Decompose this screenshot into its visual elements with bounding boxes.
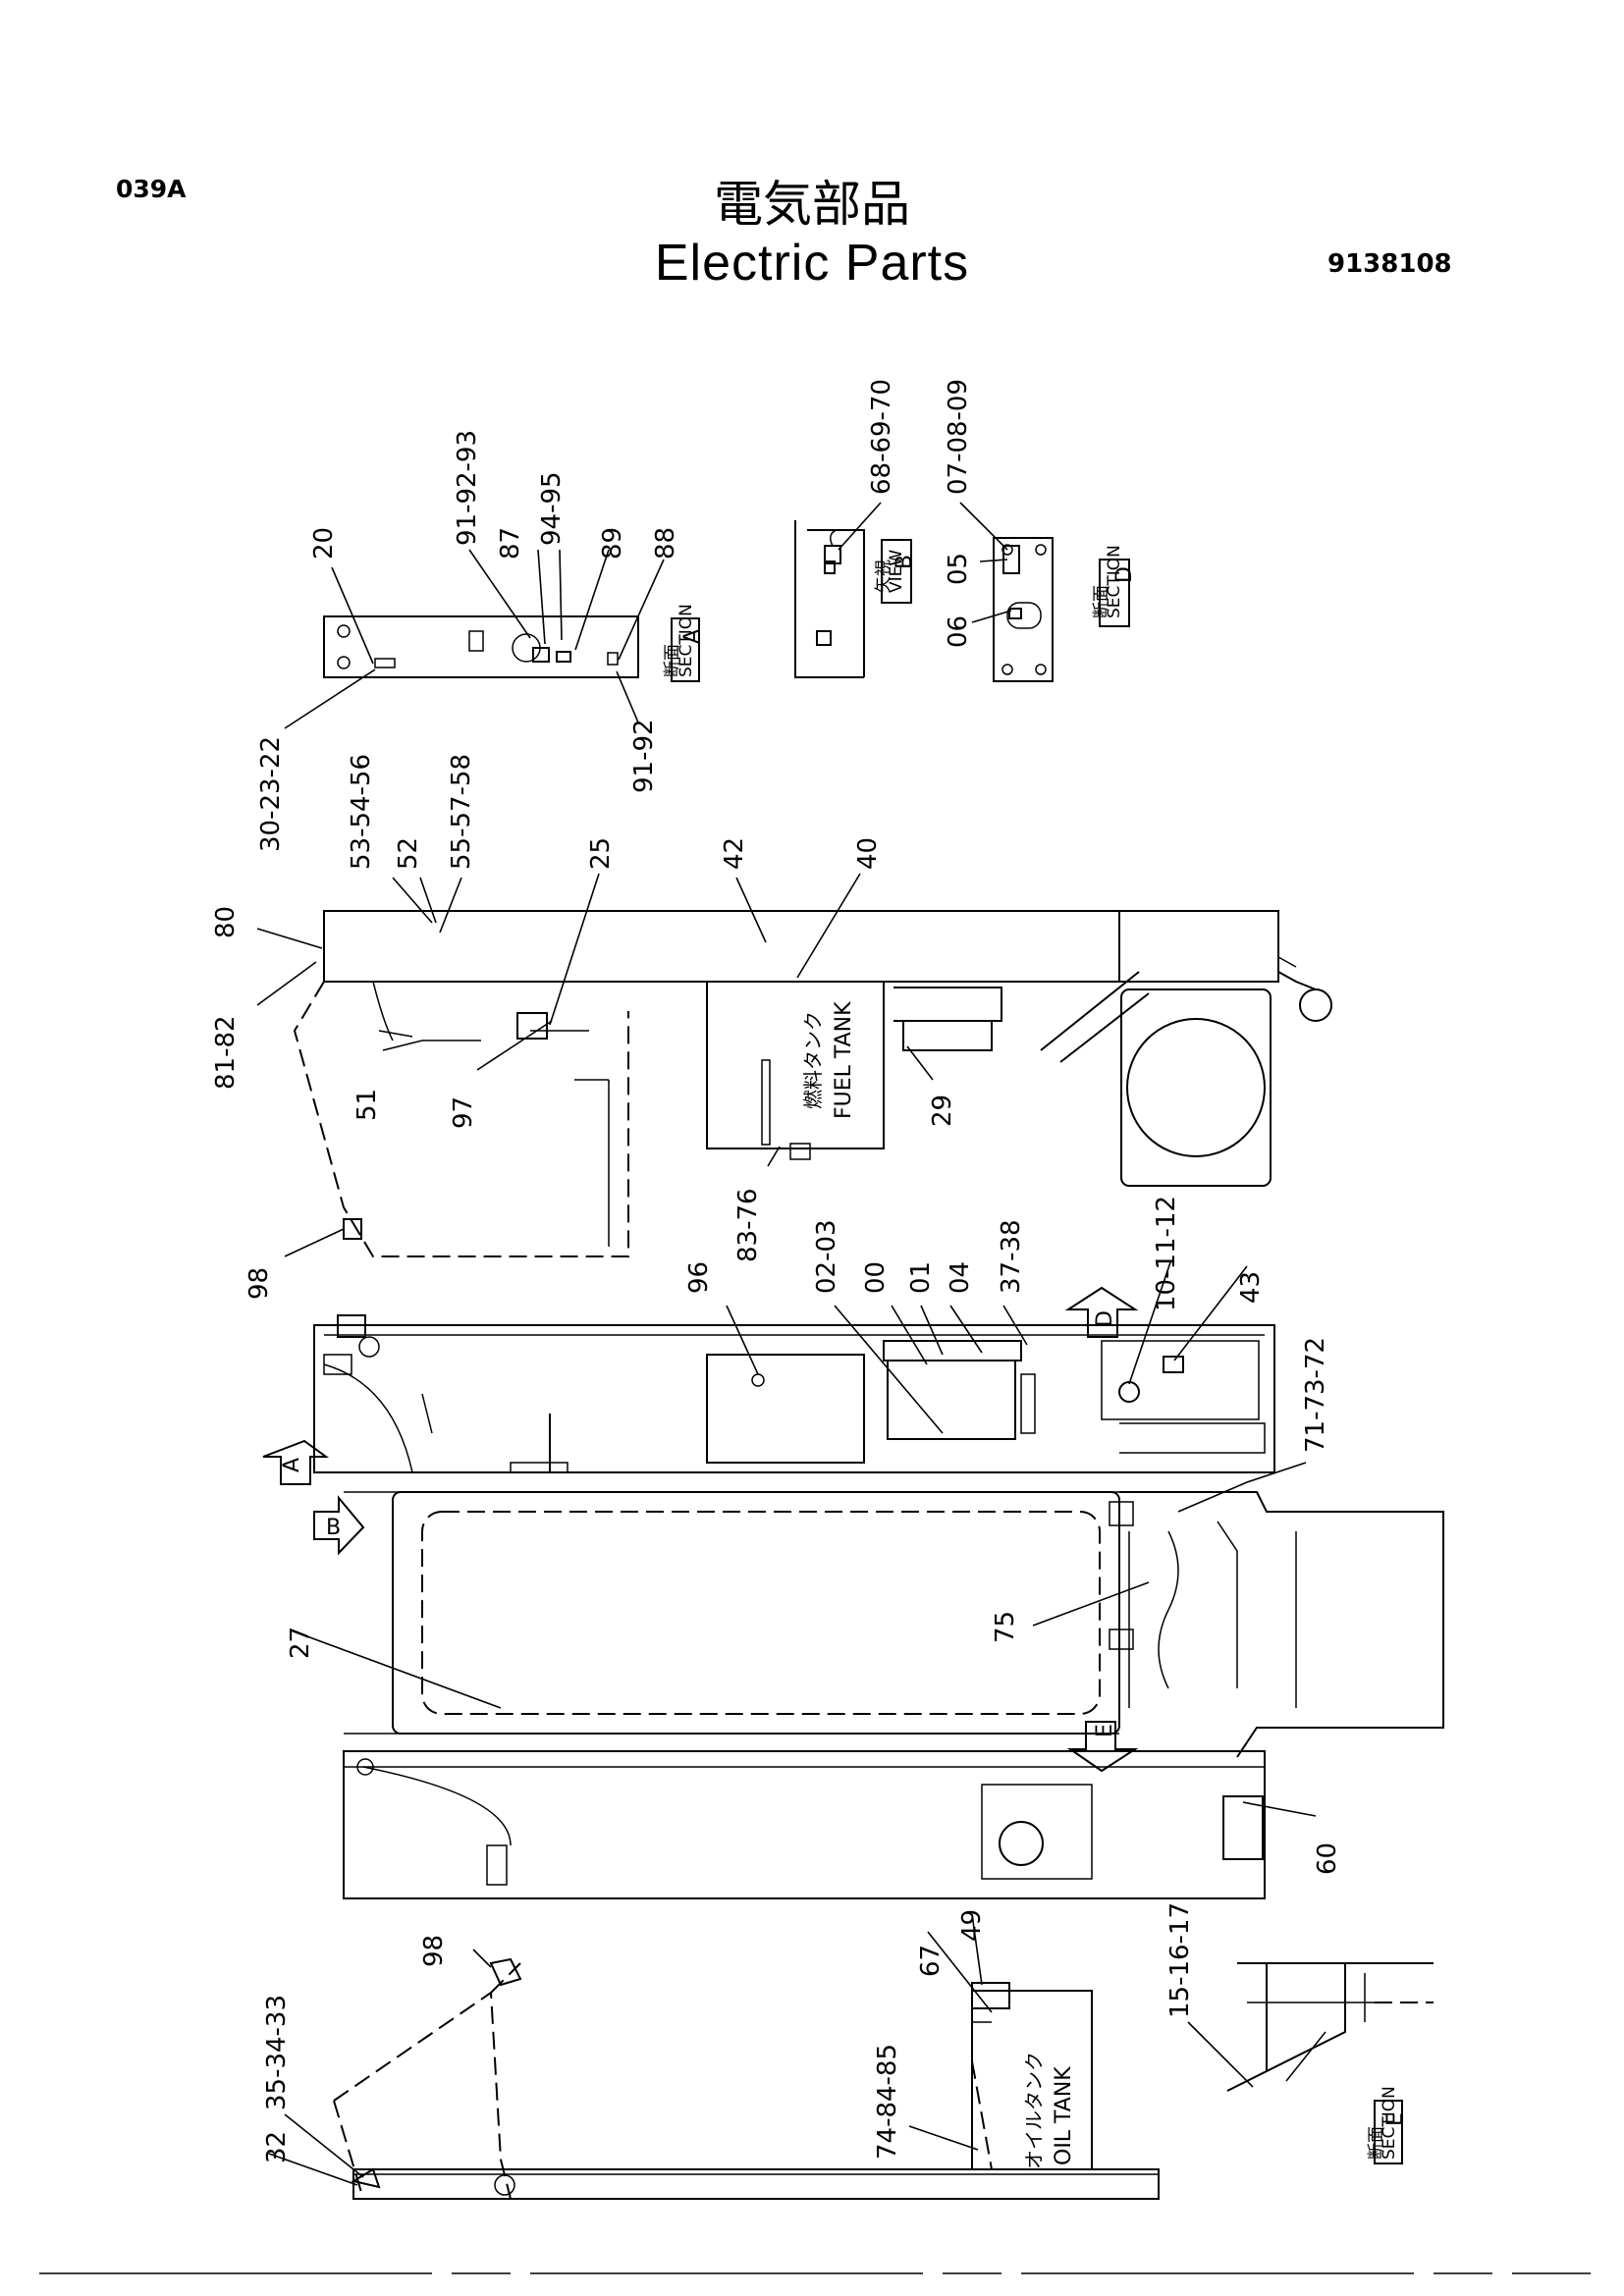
callout-52: 52 (394, 837, 423, 870)
callout-98-upper: 98 (244, 1267, 274, 1300)
svg-text:VIEW: VIEW (887, 550, 906, 593)
callout-53-54-56: 53-54-56 (347, 754, 376, 870)
callout-80: 80 (211, 906, 241, 938)
view-arrow-a: A (262, 1439, 330, 1485)
callout-91-92-93: 91-92-93 (453, 430, 482, 546)
svg-text:断面: 断面 (1092, 585, 1111, 618)
svg-text:SECTION: SECTION (1105, 545, 1124, 618)
callout-68-69-70: 68-69-70 (867, 379, 896, 495)
chassis-lower (343, 1750, 1266, 1899)
page-title-japanese: 電気部品 (714, 176, 910, 233)
callout-10-11-12: 10-11-12 (1152, 1196, 1181, 1311)
svg-text:B: B (893, 555, 917, 569)
view-b-view (794, 520, 865, 678)
callout-06: 06 (944, 615, 973, 648)
callout-60: 60 (1313, 1842, 1342, 1875)
callout-07-08-09: 07-08-09 (944, 379, 973, 495)
section-a-kanji: 断面 (663, 644, 682, 677)
callout-15-16-17: 15-16-17 (1165, 1902, 1195, 2018)
svg-text:E: E (1383, 2112, 1408, 2126)
callout-55-57-58: 55-57-58 (447, 754, 476, 870)
section-a-letter: A (680, 629, 705, 644)
svg-text:D: D (1093, 1310, 1117, 1327)
leader-lines (256, 502, 1317, 2186)
callout-30-23-22: 30-23-22 (256, 736, 286, 852)
oil-tank-label-jp: オイルタンク (1022, 2052, 1046, 2169)
callout-labels: 20 91-92-93 87 94-95 89 88 30-23-22 91-9… (211, 379, 1342, 2163)
callout-97: 97 (449, 1096, 478, 1129)
section-e-marker: SECTION 断面 E (1367, 2086, 1408, 2164)
callout-01: 01 (906, 1261, 936, 1294)
callout-91-92: 91-92 (629, 719, 659, 793)
callout-05: 05 (944, 553, 973, 585)
fuel-tank-label-jp: 燃料タンク (801, 1011, 825, 1109)
page-title: Electric Parts (654, 235, 970, 292)
chassis-upper (313, 1314, 1275, 1473)
callout-81-82: 81-82 (211, 1015, 241, 1090)
svg-text:SECTION: SECTION (1380, 2086, 1399, 2160)
page-code: 039A (116, 175, 187, 203)
callout-32: 32 (262, 2131, 292, 2163)
callout-43: 43 (1236, 1271, 1266, 1304)
section-e-view (1226, 1962, 1434, 2092)
callout-71-73-72: 71-73-72 (1301, 1337, 1330, 1453)
callout-49: 49 (957, 1909, 987, 1942)
oil-tank: オイルタンク OIL TANK (971, 1982, 1093, 2170)
callout-42: 42 (720, 837, 749, 870)
callout-88: 88 (651, 527, 680, 560)
svg-text:矢視: 矢視 (874, 560, 893, 593)
section-a-word: SECTION (677, 604, 696, 677)
fuel-tank-label: FUEL TANK (832, 1001, 856, 1119)
callout-04: 04 (946, 1261, 975, 1294)
upper-frame (323, 910, 1332, 1187)
svg-text:B: B (326, 1516, 341, 1540)
callout-25: 25 (586, 837, 616, 870)
callout-27: 27 (286, 1627, 315, 1659)
view-b-marker: VIEW 矢視 B (874, 539, 917, 604)
callout-83-76: 83-76 (733, 1188, 763, 1262)
callout-87: 87 (496, 527, 525, 560)
callout-37-38: 37-38 (997, 1219, 1026, 1294)
callout-51: 51 (352, 1089, 382, 1121)
section-a-marker: SECTION 断面 A (663, 604, 705, 682)
cab-outline (293, 981, 629, 1257)
oil-tank-label: OIL TANK (1052, 2066, 1076, 2165)
callout-98-lower: 98 (419, 1935, 449, 1967)
bottom-left-view (333, 1957, 1160, 2200)
fuel-tank: 燃料タンク FUEL TANK (706, 981, 885, 1160)
callout-94-95: 94-95 (537, 471, 567, 546)
callout-96: 96 (684, 1261, 714, 1294)
section-d-marker: SECTION 断面 D (1092, 545, 1137, 627)
svg-text:A: A (280, 1458, 304, 1472)
callout-67: 67 (916, 1945, 946, 1977)
callout-75: 75 (991, 1611, 1020, 1643)
svg-text:D: D (1112, 566, 1137, 583)
callout-89: 89 (598, 527, 627, 560)
callout-74-84-85: 74-84-85 (873, 2044, 902, 2160)
callout-02-03: 02-03 (812, 1219, 841, 1294)
callout-40: 40 (853, 837, 883, 870)
view-arrow-b: B (313, 1495, 365, 1556)
section-a-view (323, 615, 639, 678)
view-arrow-e: E (1066, 1721, 1139, 1773)
callout-20: 20 (309, 527, 339, 560)
document-number: 9138108 (1327, 249, 1452, 279)
chassis-main (344, 1491, 1444, 1758)
svg-text:断面: 断面 (1367, 2126, 1386, 2160)
callout-00: 00 (861, 1261, 891, 1294)
callout-35-34-33: 35-34-33 (262, 1995, 292, 2110)
callout-29: 29 (928, 1095, 957, 1127)
view-arrow-d: D (1064, 1286, 1139, 1338)
svg-text:E: E (1093, 1724, 1117, 1737)
